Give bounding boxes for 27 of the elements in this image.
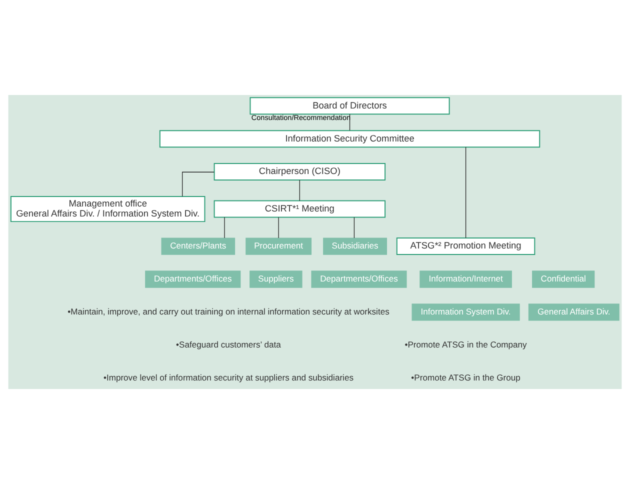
node-box: Chairperson (CISO) xyxy=(214,162,386,180)
connector xyxy=(465,146,466,238)
node-box: Confidential xyxy=(532,270,595,288)
node-box: Departments/Offices xyxy=(145,270,241,288)
connector xyxy=(354,216,355,238)
node-box: Management office General Affairs Div. / Information System Div. xyxy=(10,196,206,222)
label: •Promote ATSG in the Company xyxy=(404,338,527,349)
connector xyxy=(278,216,279,238)
node-box: General Affairs Div. xyxy=(528,303,620,320)
label: •Safeguard customers’ data xyxy=(176,338,281,349)
label: •Improve level of information security at suppliers and subsidiaries xyxy=(103,372,354,382)
node-box: Information System Div. xyxy=(412,303,520,320)
node-box: Centers/Plants xyxy=(161,237,236,254)
node-box: Procurement xyxy=(246,237,312,254)
node-box: Information Security Committee xyxy=(159,130,540,148)
node-box: Subsidiaries xyxy=(323,237,388,254)
connector xyxy=(299,179,300,201)
node-box: Suppliers xyxy=(250,270,302,288)
label: •Maintain, improve, and carry out training on internal information security at worksites xyxy=(68,306,390,316)
node-box: Information/Internet xyxy=(420,270,512,288)
label: •Promote ATSG in the Group xyxy=(411,372,520,382)
node-box: ATSG*² Promotion Meeting xyxy=(396,237,536,255)
connector xyxy=(182,171,214,196)
connector xyxy=(224,216,225,238)
node-box: CSIRT*¹ Meeting xyxy=(214,200,386,218)
node-box: Board of Directors xyxy=(250,96,450,114)
node-box: Departments/Offices xyxy=(311,270,407,288)
